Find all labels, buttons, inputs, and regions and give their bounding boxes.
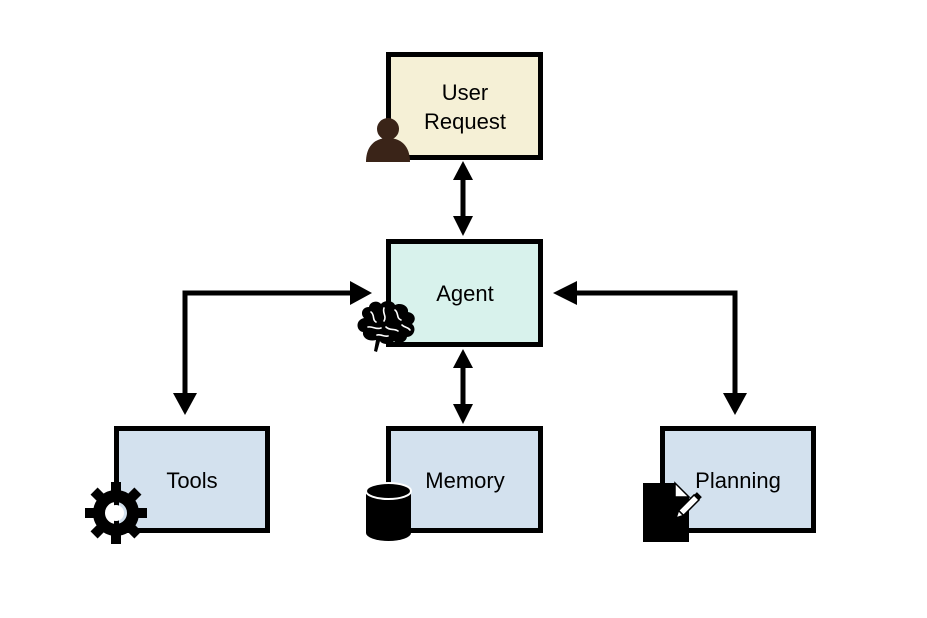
person-icon xyxy=(366,118,410,162)
tools-box xyxy=(114,426,270,533)
connector-user-agent xyxy=(453,161,473,236)
gear-icon xyxy=(85,482,147,544)
node-tools: Tools xyxy=(85,426,270,544)
document-pencil-icon xyxy=(643,481,702,542)
arrowhead-down xyxy=(453,216,473,236)
brain-icon xyxy=(357,301,415,352)
arrowhead-down xyxy=(723,393,747,415)
node-agent: Agent xyxy=(357,239,543,352)
memory-box xyxy=(386,426,543,533)
arrowhead-left xyxy=(553,281,577,305)
connector-agent-planning xyxy=(553,281,747,415)
tools-label: Tools xyxy=(166,468,217,493)
arrowhead-down xyxy=(173,393,197,415)
connector-agent-tools xyxy=(173,281,372,415)
user-request-label-line2: Request xyxy=(424,109,506,134)
user-request-label-line1: User xyxy=(442,80,488,105)
memory-label: Memory xyxy=(425,468,504,493)
connector-agent-memory xyxy=(453,349,473,424)
node-user-request: User Request xyxy=(366,52,543,162)
arrowhead-right xyxy=(350,281,372,305)
node-planning: Planning xyxy=(643,426,816,542)
arrowhead-up xyxy=(453,161,473,180)
node-memory: Memory xyxy=(365,426,543,541)
arrowhead-up xyxy=(453,349,473,368)
agent-label: Agent xyxy=(436,281,494,306)
arrowhead-down xyxy=(453,404,473,424)
planning-label: Planning xyxy=(695,468,781,493)
database-icon xyxy=(365,482,412,541)
user-request-box xyxy=(386,52,543,160)
